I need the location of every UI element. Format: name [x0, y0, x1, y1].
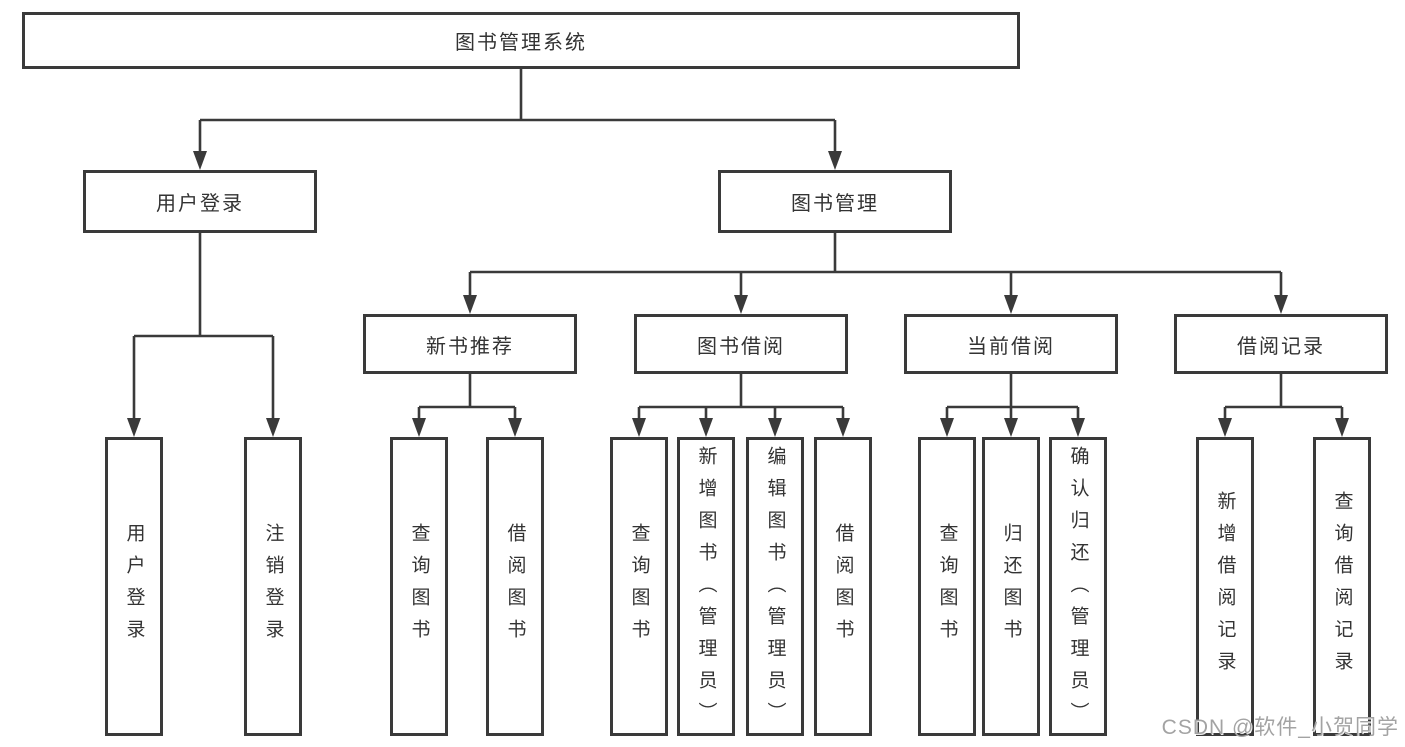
node-borrow-record: 借阅记录: [1174, 314, 1388, 374]
leaf-current-query: 查询图书: [918, 437, 976, 736]
leaf-borrow-query: 查询图书: [610, 437, 668, 736]
leaf-borrow-add-admin: 新增图书（管理员）: [677, 437, 735, 736]
leaf-current-confirm-admin: 确认归还（管理员）: [1049, 437, 1107, 736]
leaf-borrow-borrow: 借阅图书: [814, 437, 872, 736]
edge-newbook-bus: [417, 374, 517, 421]
csdn-watermark: CSDN @软件_小贺同学: [1161, 716, 1399, 739]
edge-bookmgmt-bus: [468, 233, 1283, 298]
leaf-record-query: 查询借阅记录: [1313, 437, 1371, 736]
leaf-borrow-edit-admin: 编辑图书（管理员）: [746, 437, 804, 736]
leaf-newbook-query: 查询图书: [390, 437, 448, 736]
edge-borrow-bus: [637, 374, 845, 421]
edge-current-bus: [945, 374, 1080, 421]
edge-root-bus: [198, 69, 837, 154]
node-current-borrow: 当前借阅: [904, 314, 1118, 374]
node-new-book-recommend: 新书推荐: [363, 314, 577, 374]
leaf-current-return: 归还图书: [982, 437, 1040, 736]
leaf-newbook-borrow: 借阅图书: [486, 437, 544, 736]
node-user-login: 用户登录: [83, 170, 317, 233]
node-book-mgmt: 图书管理: [718, 170, 952, 233]
edge-record-bus: [1223, 374, 1344, 421]
leaf-user-login: 用户登录: [105, 437, 163, 736]
node-root: 图书管理系统: [22, 12, 1020, 69]
node-book-borrow: 图书借阅: [634, 314, 848, 374]
arrowheads: [127, 151, 1349, 437]
leaf-record-add: 新增借阅记录: [1196, 437, 1254, 736]
leaf-logout: 注销登录: [244, 437, 302, 736]
edge-userlogin-bus: [132, 233, 275, 421]
